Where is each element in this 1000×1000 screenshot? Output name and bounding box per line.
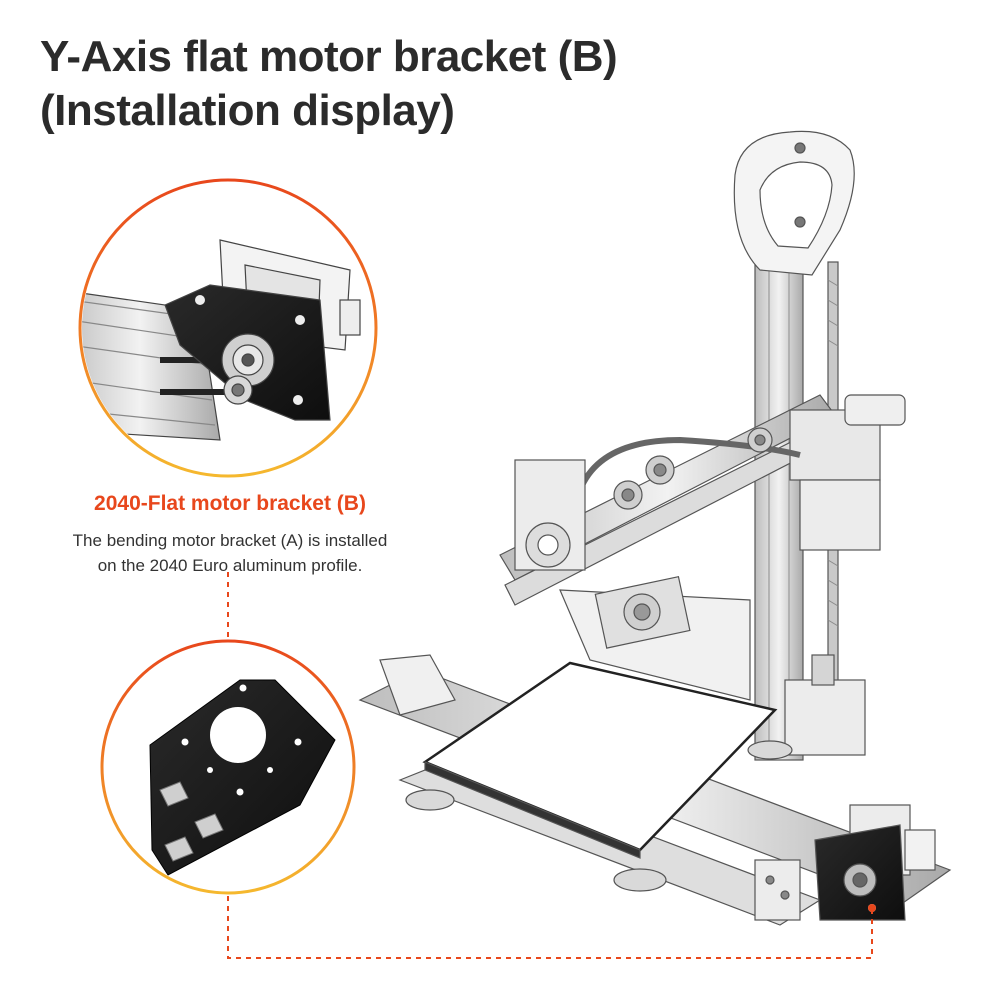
flat-bracket-part (149, 679, 336, 876)
caption-heading: 2040-Flat motor bracket (B) (94, 492, 366, 515)
bowden-tube (577, 436, 801, 492)
zoom-circle-motor-view (78, 178, 378, 478)
z-motor (784, 679, 866, 756)
t-nut (164, 836, 194, 862)
caption-line-1: The bending motor bracket (A) is install… (72, 531, 388, 550)
t-nut (194, 813, 224, 839)
t-nut (159, 781, 189, 807)
caption-line-2: on the 2040 Euro aluminum profile. (97, 556, 363, 575)
caption-description: The bending motor bracket (A) is install… (30, 528, 430, 578)
printer-illustration (358, 130, 952, 926)
page-title: Y-Axis flat motor bracket (B) (Installat… (40, 30, 680, 138)
zoom-circle-bracket-part (100, 639, 356, 895)
leveling-knob (747, 740, 793, 760)
dashed-connector (227, 572, 873, 959)
connector-dot (868, 904, 876, 912)
title-line-1: Y-Axis flat motor bracket (B) (40, 32, 618, 81)
leveling-knob (405, 789, 455, 811)
leveling-knob (613, 868, 667, 892)
z-axis-column (754, 259, 804, 761)
title-line-2: (Installation display) (40, 86, 455, 135)
